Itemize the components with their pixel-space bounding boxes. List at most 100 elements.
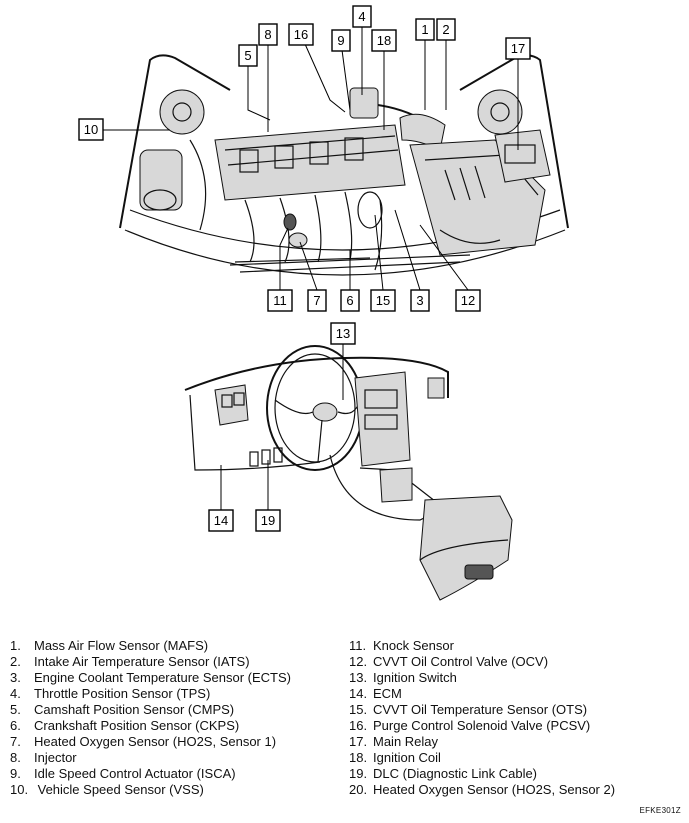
legend-number: 4.: [10, 686, 21, 701]
legend-item: 3. Engine Coolant Temperature Sensor (ECT…: [10, 670, 340, 686]
callout-14: 14: [208, 509, 234, 532]
svg-text:2: 2: [442, 22, 449, 37]
callout-6: 6: [340, 289, 360, 312]
svg-text:6: 6: [346, 293, 353, 308]
legend-label: Purge Control Solenoid Valve (PCSV): [373, 718, 591, 733]
legend-item: 16. Purge Control Solenoid Valve (PCSV): [349, 718, 679, 734]
svg-text:18: 18: [377, 33, 391, 48]
legend-label: DLC (Diagnostic Link Cable): [373, 766, 538, 781]
legend-number: 16.: [349, 718, 368, 733]
legend-label: Heated Oxygen Sensor (HO2S, Sensor 1): [34, 734, 277, 749]
legend-label: Main Relay: [373, 734, 439, 749]
legend-item: 19. DLC (Diagnostic Link Cable): [349, 766, 679, 782]
svg-text:11: 11: [273, 293, 287, 308]
legend-label: CVVT Oil Temperature Sensor (OTS): [373, 702, 588, 717]
svg-text:1: 1: [421, 22, 428, 37]
callout-2: 2: [436, 18, 456, 41]
component-legend: 1. Mass Air Flow Sensor (MAFS) 2. Intake A…: [0, 638, 689, 808]
legend-label: Ignition Switch: [373, 670, 457, 685]
legend-label: ECM: [373, 686, 402, 701]
callout-19: 19: [255, 509, 281, 532]
legend-label: Vehicle Speed Sensor (VSS): [34, 782, 204, 797]
legend-number: 12.: [349, 654, 368, 669]
legend-item: 6.Crankshaft Position Sensor (CKPS): [10, 718, 340, 734]
callout-7: 7: [307, 289, 327, 312]
legend-item: 11. Knock Sensor: [349, 638, 679, 654]
legend-label: Intake Air Temperature Sensor (IATS): [34, 654, 250, 669]
legend-number: 1.: [10, 638, 21, 653]
svg-text:14: 14: [214, 513, 228, 528]
legend-number: 19.: [349, 766, 368, 781]
dashboard-illustration: [184, 344, 513, 601]
legend-number: 17.: [349, 734, 368, 749]
callout-13: 13: [330, 322, 356, 345]
legend-number: 13.: [349, 670, 368, 685]
legend-column-left: 1. Mass Air Flow Sensor (MAFS) 2. Intake A…: [10, 638, 340, 798]
svg-text:12: 12: [461, 293, 475, 308]
svg-text:16: 16: [294, 27, 308, 42]
svg-text:10: 10: [84, 122, 98, 137]
legend-label: Idle Speed Control Actuator (ISCA): [34, 766, 236, 781]
legend-item: 7. Heated Oxygen Sensor (HO2S, Sensor 1): [10, 734, 340, 750]
legend-label: CVVT Oil Control Valve (OCV): [373, 654, 549, 669]
callout-18: 18: [371, 29, 397, 52]
legend-number: 10.: [10, 782, 29, 797]
legend-item: 1. Mass Air Flow Sensor (MAFS): [10, 638, 340, 654]
svg-text:8: 8: [264, 27, 271, 42]
legend-label: Camshaft Position Sensor (CMPS): [34, 702, 235, 717]
engine-compartment-illustration: [88, 26, 569, 291]
legend-number: 18.: [349, 750, 368, 765]
legend-label: Mass Air Flow Sensor (MAFS): [34, 638, 209, 653]
callout-3: 3: [410, 289, 430, 312]
legend-item: 20. Heated Oxygen Sensor (HO2S, Sensor 2): [349, 782, 679, 798]
callout-5: 5: [238, 44, 258, 67]
legend-item: 12. CVVT Oil Control Valve (OCV): [349, 654, 679, 670]
legend-item: 5. Camshaft Position Sensor (CMPS): [10, 702, 340, 718]
legend-number: 2.: [10, 654, 21, 669]
legend-label: Knock Sensor: [373, 638, 454, 653]
callout-11: 11: [267, 289, 293, 312]
legend-number: 14.: [349, 686, 368, 701]
legend-item: 2. Intake Air Temperature Sensor (IATS): [10, 654, 340, 670]
callout-15: 15: [370, 289, 396, 312]
svg-text:5: 5: [244, 48, 251, 63]
svg-text:19: 19: [261, 513, 275, 528]
svg-text:7: 7: [313, 293, 320, 308]
legend-label: Throttle Position Sensor (TPS): [34, 686, 211, 701]
legend-number: 9.: [10, 766, 21, 781]
legend-item: 17. Main Relay: [349, 734, 679, 750]
legend-number: 6.: [10, 718, 21, 733]
svg-text:9: 9: [337, 33, 344, 48]
legend-number: 7.: [10, 734, 21, 749]
legend-number: 20.: [349, 782, 368, 797]
svg-text:17: 17: [511, 41, 525, 56]
callout-8: 8: [258, 23, 278, 46]
callout-4: 4: [352, 5, 372, 28]
figure-code: EFKE301Z: [639, 806, 681, 815]
legend-number: 3.: [10, 670, 21, 685]
legend-label: Engine Coolant Temperature Sensor (ECTS): [34, 670, 291, 685]
callout-12: 12: [455, 289, 481, 312]
legend-label: Heated Oxygen Sensor (HO2S, Sensor 2): [373, 782, 616, 797]
legend-number: 15.: [349, 702, 368, 717]
callout-1: 1: [415, 18, 435, 41]
callout-16: 16: [288, 23, 314, 46]
legend-number: 5.: [10, 702, 21, 717]
legend-item: 14. ECM: [349, 686, 679, 702]
legend-number: 8.: [10, 750, 21, 765]
legend-item: 13. Ignition Switch: [349, 670, 679, 686]
svg-text:3: 3: [416, 293, 423, 308]
legend-item: 18.Ignition Coil: [349, 750, 679, 766]
legend-item: 15. CVVT Oil Temperature Sensor (OTS): [349, 702, 679, 718]
svg-text:4: 4: [358, 9, 365, 24]
svg-text:15: 15: [376, 293, 390, 308]
callout-10: 10: [78, 118, 104, 141]
legend-column-right: 11. Knock Sensor 12. CVVT Oil Control Valv…: [349, 638, 679, 798]
legend-item: 10. Vehicle Speed Sensor (VSS): [10, 782, 340, 798]
svg-text:13: 13: [336, 326, 350, 341]
legend-item: 9. Idle Speed Control Actuator (ISCA): [10, 766, 340, 782]
callout-17: 17: [505, 37, 531, 60]
callout-9: 9: [331, 29, 351, 52]
legend-item: 4. Throttle Position Sensor (TPS): [10, 686, 340, 702]
legend-number: 11.: [349, 638, 367, 653]
